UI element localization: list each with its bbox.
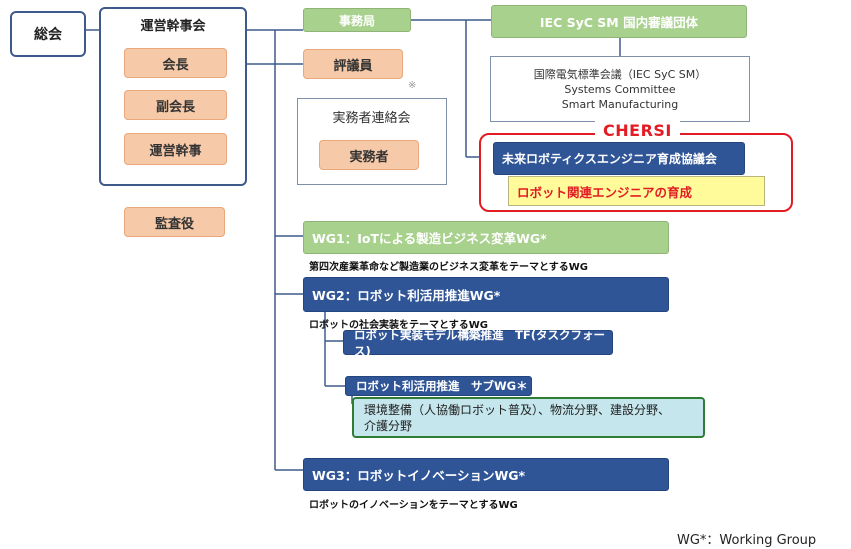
chair-label: 会長 [162, 57, 189, 73]
secretariat-label: 事務局 [338, 13, 375, 28]
councilor-label: 評議員 [333, 58, 373, 74]
secretary-box: 運営幹事 [124, 133, 227, 165]
note-mark: ※ [408, 80, 417, 91]
wg3-box: WG3：ロボットイノベーションWG* [303, 458, 669, 491]
wg1-description: 第四次産業革命など製造業のビジネス変革をテーマとするWG [309, 262, 588, 273]
wg2-sub-box: ロボット利活用推進 サブWG＊ [345, 376, 532, 396]
auditor-label: 監査役 [154, 216, 194, 232]
chersi-name-box: 未来ロボティクスエンジニア育成協議会 [493, 142, 745, 175]
iec-line2: Systems Committee [564, 83, 676, 96]
practitioner-member-label: 実務者 [349, 149, 389, 165]
steering-committee-title: 運営幹事会 [140, 19, 206, 34]
wg2-title: WG2：ロボット利活用推進WG* [312, 288, 501, 303]
wg2-sub-label: ロボット利活用推進 サブWG＊ [356, 379, 528, 393]
chersi-name-label: 未来ロボティクスエンジニア育成協議会 [502, 152, 717, 166]
practitioners-title: 実務者連絡会 [332, 111, 411, 126]
vice-chair-box: 副会長 [124, 90, 227, 120]
footnote: WG*：Working Group [677, 533, 817, 548]
wg2-tf-label: ロボット実装モデル構築推進 TF(タスクフォース) [354, 327, 605, 358]
iec-line3: Smart Manufacturing [561, 98, 679, 111]
chersi-label: CHERSI [595, 121, 680, 140]
wg1-box: WG1：IoTによる製造ビジネス変革WG* [303, 221, 669, 254]
iec-line1: 国際電気標準会議（IEC SyC SM） [533, 68, 707, 81]
wg1-title: WG1：IoTによる製造ビジネス変革WG* [312, 231, 547, 246]
iec-standards-box: 国際電気標準会議（IEC SyC SM） Systems Committee S… [490, 56, 750, 122]
practitioner-member-box: 実務者 [319, 140, 419, 170]
auditor-box: 監査役 [124, 207, 225, 237]
chair-box: 会長 [124, 48, 227, 78]
secretary-label: 運営幹事 [149, 143, 202, 159]
chersi-purpose-box: ロボット関連エンジニアの育成 [508, 176, 765, 206]
wg2-fields-box: 環境整備（人協働ロボット普及）、物流分野、建設分野、 介護分野 [352, 397, 705, 438]
secretariat-box: 事務局 [303, 8, 411, 32]
wg3-title: WG3：ロボットイノベーションWG* [312, 468, 526, 483]
wg2-fields-line2: 介護分野 [364, 419, 413, 433]
wg2-box: WG2：ロボット利活用推進WG* [303, 277, 669, 312]
general-meeting-box: 総会 [10, 11, 86, 57]
wg2-fields-line1: 環境整備（人協働ロボット普及）、物流分野、建設分野、 [364, 403, 671, 417]
chersi-purpose-label: ロボット関連エンジニアの育成 [517, 184, 693, 200]
wg2-tf-box: ロボット実装モデル構築推進 TF(タスクフォース) [343, 328, 613, 358]
councilor-box: 評議員 [303, 49, 403, 79]
wg3-description: ロボットのイノベーションをテーマとするWG [309, 500, 518, 511]
vice-chair-label: 副会長 [155, 99, 195, 115]
iec-header-box: IEC SyC SM 国内審議団体 [491, 5, 747, 38]
iec-header-label: IEC SyC SM 国内審議団体 [539, 15, 699, 30]
general-meeting-label: 総会 [34, 27, 62, 43]
wg2-description: ロボットの社会実装をテーマとするWG [309, 320, 488, 331]
